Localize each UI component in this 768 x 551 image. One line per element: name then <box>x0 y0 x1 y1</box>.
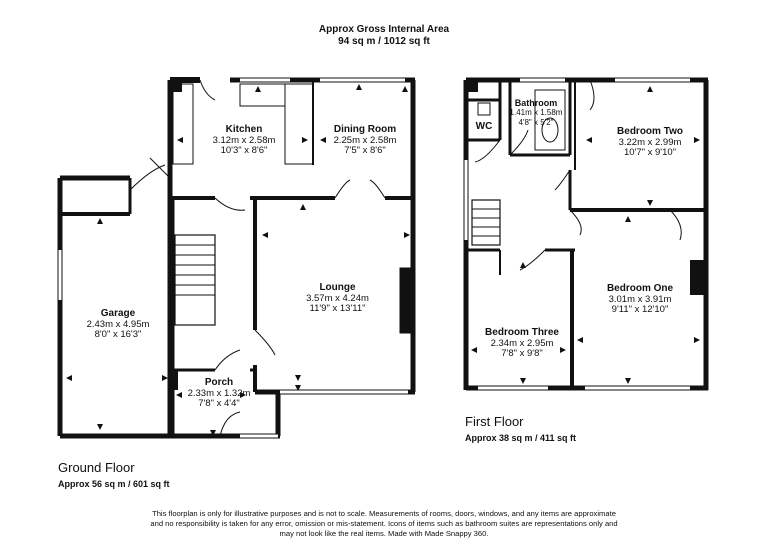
room-porch: Porch 2.33m x 1.32m 7'8" x 4'4" <box>178 377 260 410</box>
room-garage: Garage 2.43m x 4.95m 8'0" x 16'3" <box>68 308 168 341</box>
room-imperial: 11'9" x 13'11" <box>309 303 366 315</box>
room-name: Bedroom One <box>606 283 674 294</box>
room-imperial: 10'3" x 8'6" <box>220 145 268 157</box>
room-metric: 2.43m x 4.95m <box>86 318 150 330</box>
first-floor-title: First Floor <box>465 414 524 429</box>
room-imperial: 7'5" x 8'6" <box>344 145 386 157</box>
dimension-arrows-first <box>471 86 700 384</box>
ground-floor-area: Approx 56 sq m / 601 sq ft <box>58 479 170 489</box>
room-imperial: 7'8" x 9'8" <box>501 348 543 360</box>
room-metric: 3.01m x 3.91m <box>608 293 672 305</box>
room-bedroom-two: Bedroom Two 3.22m x 2.99m 10'7" x 9'10" <box>600 126 700 159</box>
room-imperial: 9'11" x 12'10" <box>611 304 669 316</box>
room-metric: 2.34m x 2.95m <box>490 337 554 349</box>
room-name: Bedroom Two <box>617 126 683 137</box>
room-metric: 3.12m x 2.58m <box>212 134 276 146</box>
gross-area-title: Approx Gross Internal Area <box>318 24 450 35</box>
first-floor-plan <box>463 77 709 391</box>
room-name: Porch <box>204 377 234 388</box>
room-metric: 3.22m x 2.99m <box>618 136 682 148</box>
room-name: Bedroom Three <box>485 327 559 338</box>
gross-area-value: 94 sq m / 1012 sq ft <box>338 36 430 47</box>
disclaimer-line-2: and no responsibility is taken for any e… <box>150 519 618 528</box>
room-bedroom-one: Bedroom One 3.01m x 3.91m 9'11" x 12'10" <box>590 283 690 316</box>
room-bathroom: Bathroom 1.41m x 1.58m 4'8" x 5'2" <box>508 98 564 127</box>
room-metric: 3.57m x 4.24m <box>306 292 369 304</box>
room-name: WC <box>475 121 493 132</box>
room-name: Kitchen <box>225 124 263 135</box>
room-lounge: Lounge 3.57m x 4.24m 11'9" x 13'11" <box>280 282 395 315</box>
room-name: Bathroom <box>514 98 558 108</box>
disclaimer-line-1: This floorplan is only for illustrative … <box>152 509 616 518</box>
room-name: Lounge <box>319 282 356 293</box>
room-metric: 2.33m x 1.32m <box>187 387 251 399</box>
room-imperial: 7'8" x 4'4" <box>198 398 240 410</box>
first-floor-area: Approx 38 sq m / 411 sq ft <box>465 433 577 443</box>
room-dining: Dining Room 2.25m x 2.58m 7'5" x 8'6" <box>315 124 415 157</box>
room-imperial: 10'7" x 9'10" <box>623 147 677 159</box>
room-kitchen: Kitchen 3.12m x 2.58m 10'3" x 8'6" <box>180 124 308 157</box>
room-metric: 2.25m x 2.58m <box>333 134 397 146</box>
room-name: Garage <box>100 308 136 319</box>
disclaimer-line-3: may not look like the real items. Made w… <box>279 529 489 538</box>
dimension-arrows-ground <box>66 84 410 436</box>
room-bedroom-three: Bedroom Three 2.34m x 2.95m 7'8" x 9'8" <box>474 327 570 360</box>
ground-floor-plan <box>57 77 416 439</box>
room-wc: WC <box>470 121 498 133</box>
ground-floor-walls <box>167 77 416 439</box>
first-floor-walls <box>463 77 709 391</box>
ground-floor-title: Ground Floor <box>58 460 135 475</box>
room-imperial: 4'8" x 5'2" <box>518 117 554 127</box>
garage-walls <box>57 157 175 439</box>
room-name: Dining Room <box>333 124 397 135</box>
room-metric: 1.41m x 1.58m <box>509 108 563 118</box>
room-imperial: 8'0" x 16'3" <box>94 329 142 341</box>
